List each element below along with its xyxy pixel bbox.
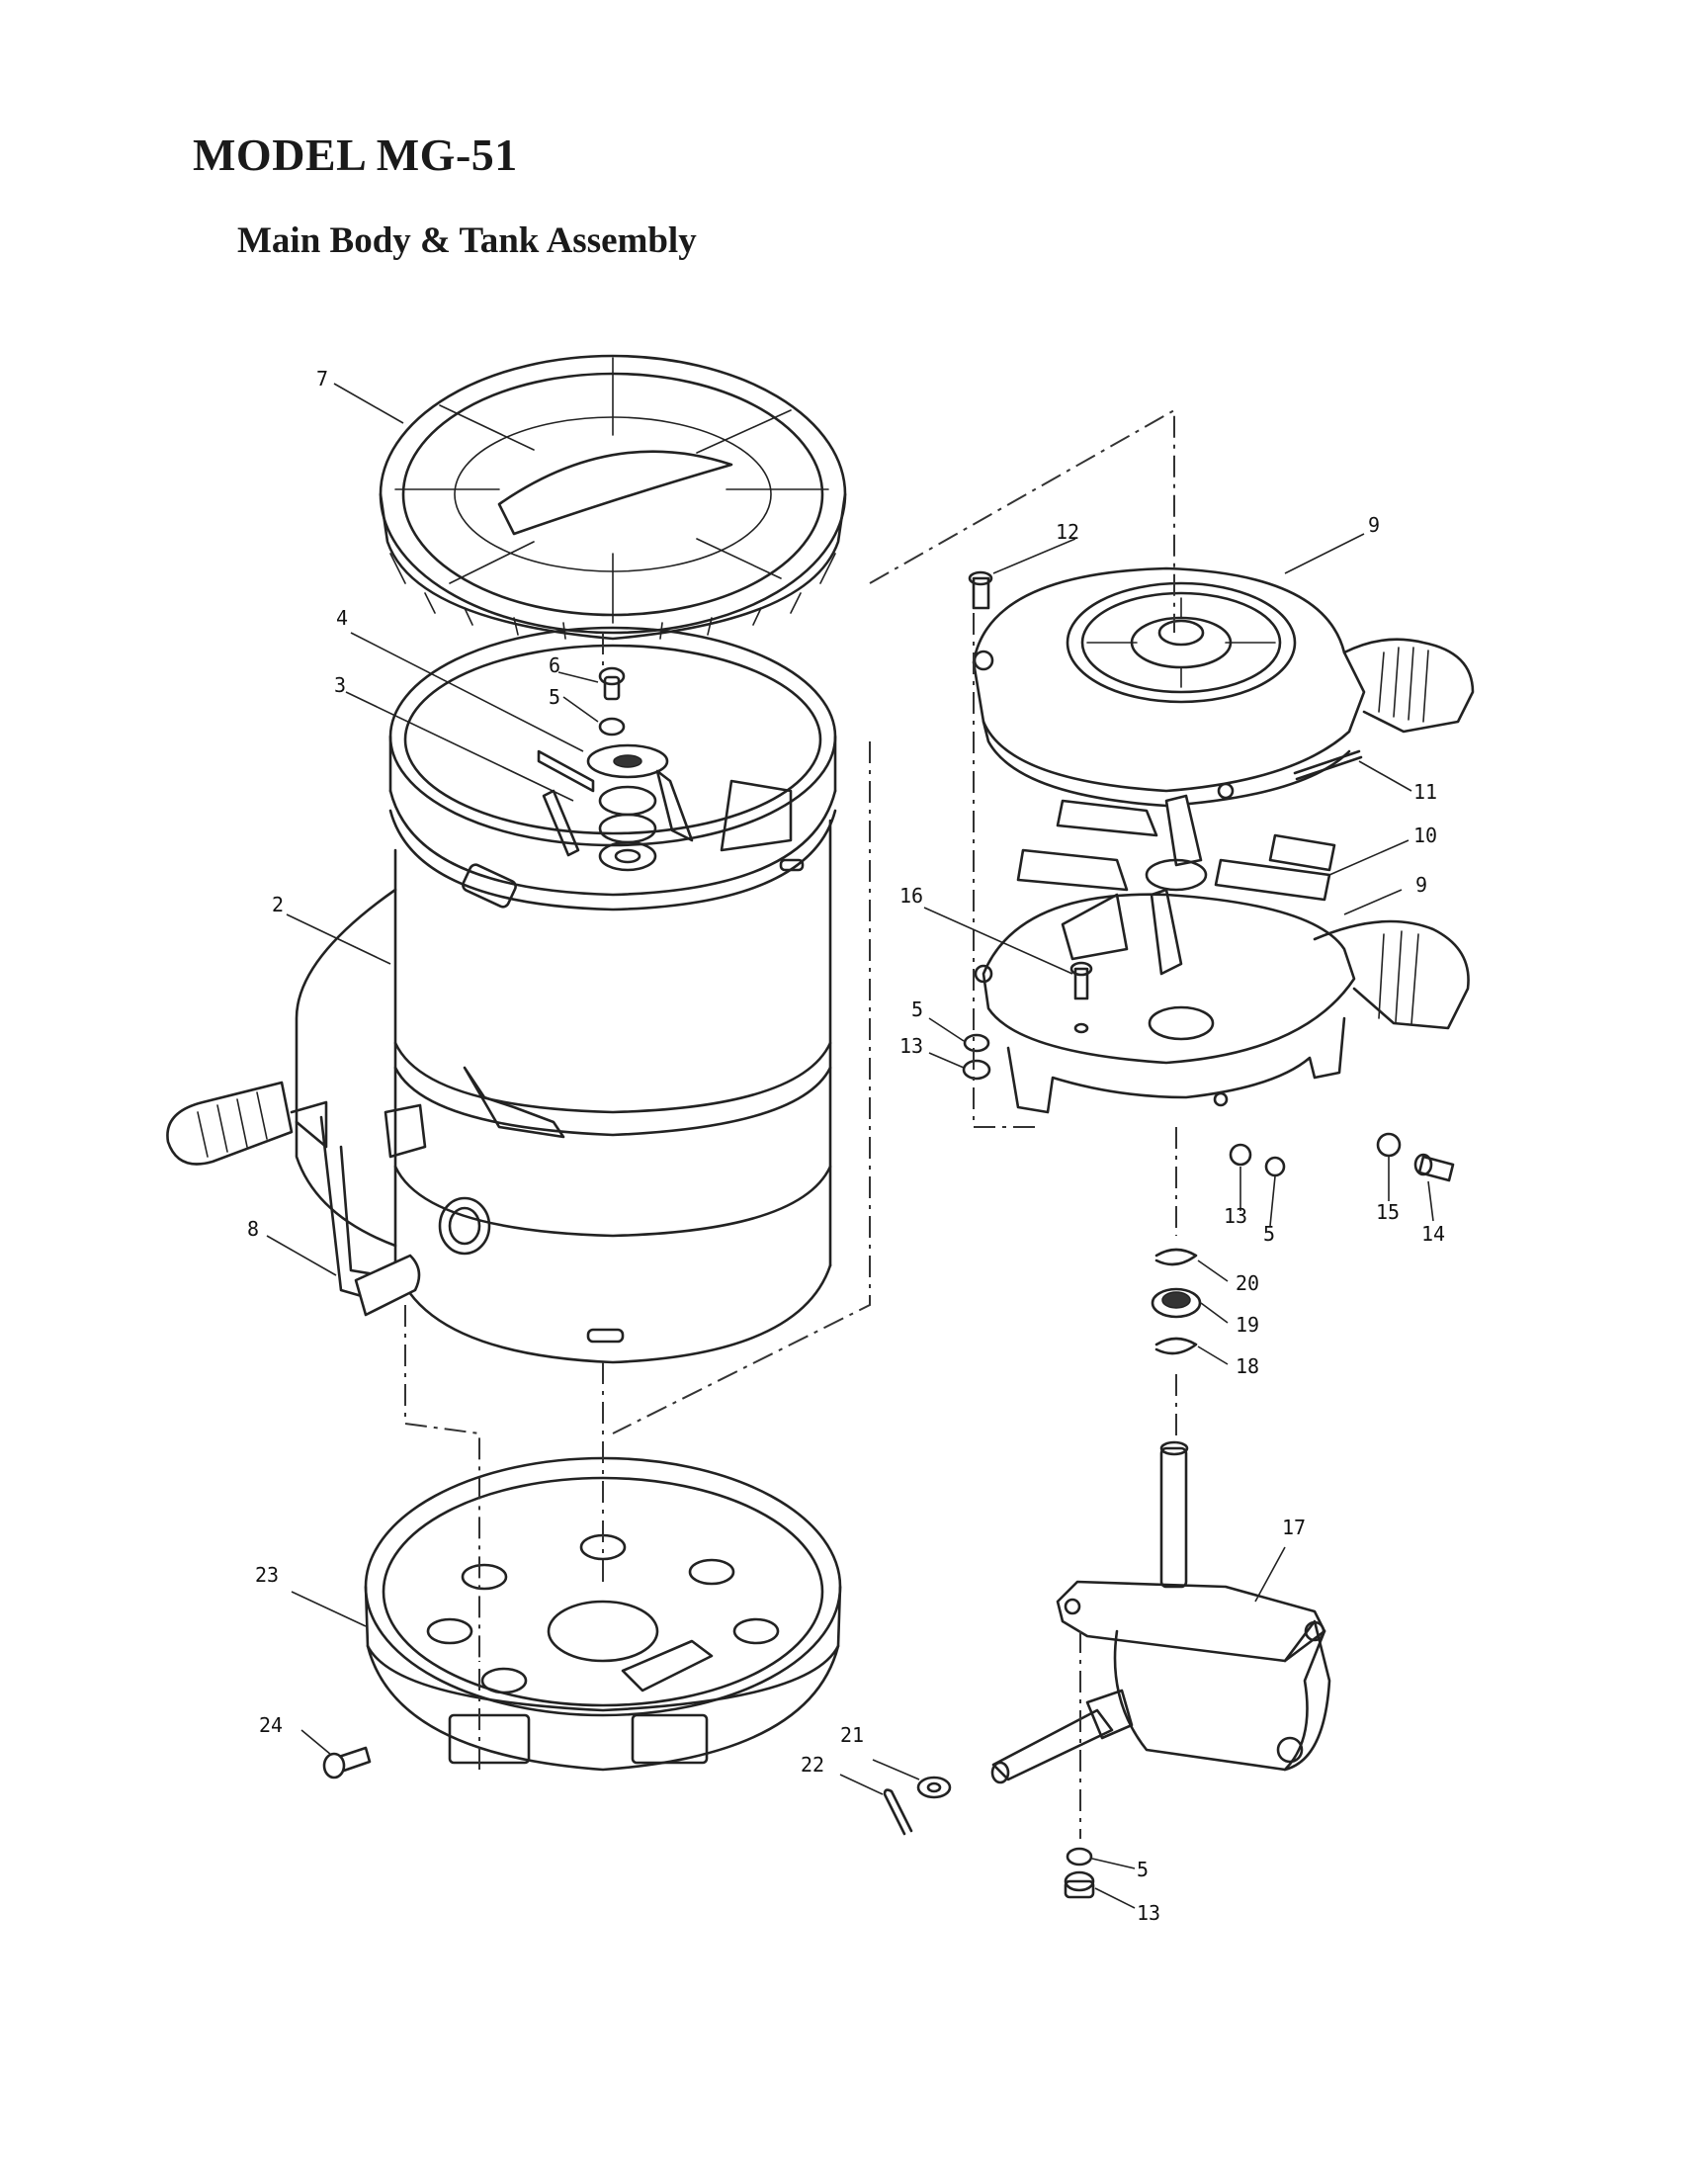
callout-2: 2 (272, 893, 284, 916)
part-washer-cotter (883, 1776, 952, 1836)
callout-21: 21 (840, 1723, 864, 1747)
callout-23: 23 (255, 1563, 279, 1587)
callout-5-bottom: 5 (1137, 1858, 1149, 1881)
callout-13-fan: 13 (899, 1034, 923, 1058)
callout-14: 14 (1421, 1222, 1445, 1246)
part-bottom-nut-washer (1064, 1847, 1095, 1899)
assembly-center-lines (404, 408, 1177, 1839)
callout-19: 19 (1236, 1313, 1259, 1337)
model-title: MODEL MG-51 (193, 130, 518, 180)
callout-17: 17 (1282, 1516, 1306, 1539)
callout-5-base: 5 (1263, 1222, 1275, 1246)
callout-3: 3 (334, 673, 346, 697)
callout-4: 4 (336, 606, 348, 630)
part-base-pan (364, 1456, 842, 1772)
part-fan-housing-lower (974, 893, 1470, 1114)
callout-16: 16 (899, 884, 923, 908)
part-fan-impeller (1016, 794, 1336, 976)
callout-9-upper: 9 (1368, 513, 1380, 537)
callout-10: 10 (1413, 824, 1437, 847)
callout-9-lower: 9 (1415, 873, 1427, 897)
part-gearbox (990, 1440, 1331, 1784)
part-pin-11 (1293, 749, 1363, 781)
part-lid (379, 354, 847, 641)
callout-20: 20 (1236, 1271, 1259, 1295)
assembly-subtitle: Main Body & Tank Assembly (237, 220, 697, 261)
callout-18: 18 (1236, 1354, 1259, 1378)
part-fan-housing-upper (972, 566, 1475, 808)
part-crank-handle (166, 1081, 421, 1317)
part-hub-stack (537, 666, 793, 872)
part-clips-bearing (1151, 1248, 1202, 1355)
callout-numbers: 7 4 3 6 5 2 8 23 24 12 9 11 10 9 16 5 13… (247, 367, 1445, 1925)
callout-12: 12 (1056, 520, 1079, 544)
callout-5-hub: 5 (549, 685, 560, 709)
callout-13-base: 13 (1224, 1204, 1247, 1228)
callout-leader-lines (266, 383, 1434, 1909)
part-main-body (295, 626, 837, 1364)
callout-13-bottom: 13 (1137, 1901, 1160, 1925)
part-screw-24 (322, 1746, 372, 1779)
callout-5-fan: 5 (911, 998, 923, 1021)
callout-7: 7 (316, 367, 328, 391)
callout-22: 22 (801, 1753, 824, 1777)
callout-11: 11 (1413, 780, 1437, 804)
callout-24: 24 (259, 1713, 283, 1737)
part-hardware-fasteners (962, 570, 1455, 1182)
callout-8: 8 (247, 1217, 259, 1241)
callout-6: 6 (549, 653, 560, 677)
callout-15: 15 (1376, 1200, 1400, 1224)
